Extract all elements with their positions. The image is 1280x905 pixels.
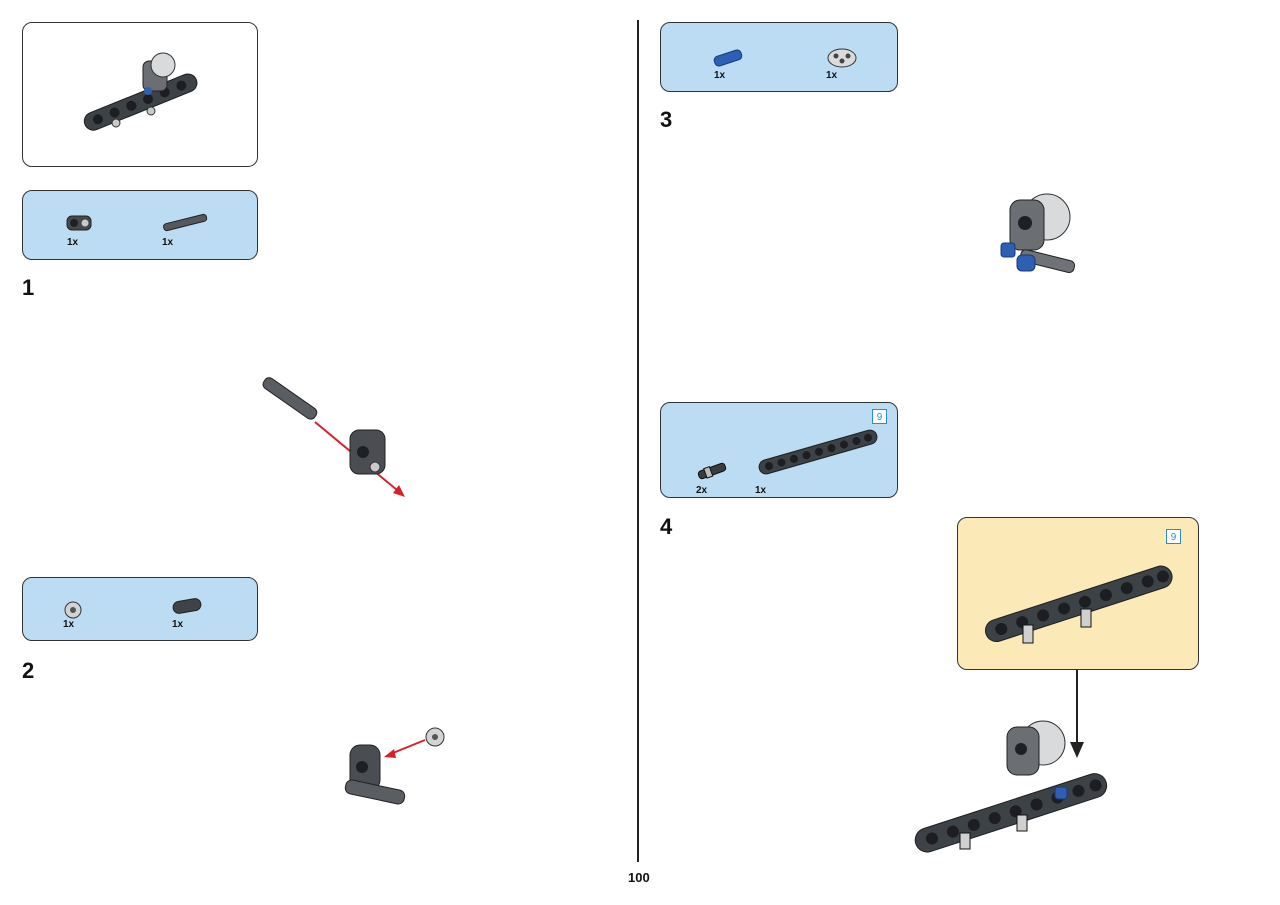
friction-pin-icon [697, 462, 727, 480]
step-4-part-2-qty: 1x [755, 485, 767, 496]
step-3-part-2-qty: 1x [826, 70, 838, 81]
step-4-illustration [914, 720, 1108, 853]
step-3-illustration [1000, 193, 1076, 274]
submodel-overview [22, 22, 258, 167]
step-4-parts-panel: 2x 1x 9 [660, 402, 898, 498]
page-divider [637, 20, 639, 862]
step-3-parts-panel: 1x 1x [660, 22, 898, 92]
step-1-number: 1 [22, 275, 35, 300]
step-1-part-1-qty: 1x [67, 237, 79, 248]
step-2-part-2-qty: 1x [172, 619, 184, 630]
pin-connector-icon [66, 215, 92, 231]
step-2-parts-panel: 1x 1x [22, 577, 258, 641]
step-4-number: 4 [660, 514, 673, 539]
flat-connector-icon [172, 598, 202, 614]
step-4-part-1-qty: 2x [696, 485, 708, 496]
beam-length-badge: 9 [872, 409, 887, 424]
page-number: 100 [628, 870, 650, 885]
bush-icon [64, 601, 82, 619]
step-2-part-1-qty: 1x [63, 619, 75, 630]
step-3-part-1-qty: 1x [714, 70, 726, 81]
blue-pin-icon [713, 49, 743, 67]
round-plate-icon [827, 48, 857, 68]
step-1-parts-panel: 1x 1x [22, 190, 258, 260]
submodel-illustration [83, 52, 198, 131]
callout-illustration [985, 565, 1173, 644]
step-4-subassembly-callout: 9 [957, 517, 1199, 670]
callout-arrow [1070, 670, 1084, 758]
step-1-part-2-qty: 1x [162, 237, 174, 248]
axle-icon [163, 213, 208, 232]
step-1-illustration [262, 377, 405, 497]
step-2-illustration [344, 727, 445, 805]
step-3-number: 3 [660, 107, 673, 132]
step-2-number: 2 [22, 658, 35, 683]
callout-length-badge: 9 [1166, 529, 1181, 544]
liftarm-beam-icon [758, 429, 878, 475]
